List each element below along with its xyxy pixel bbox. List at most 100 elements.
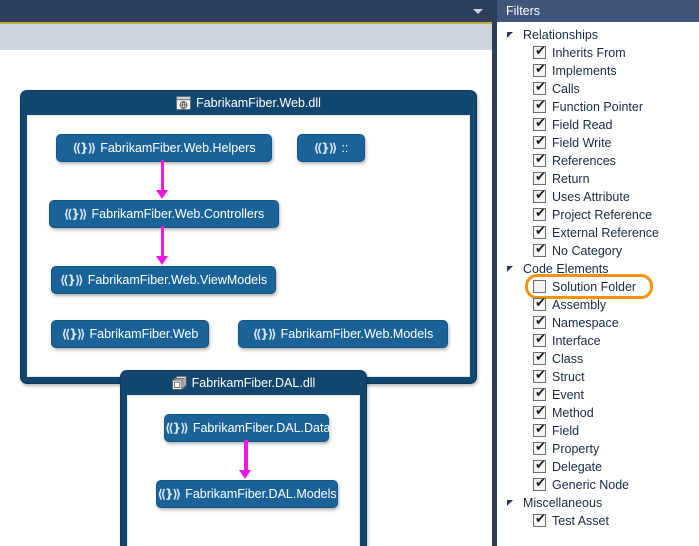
filter-item-solution-folder[interactable]: ✔ Solution Folder bbox=[497, 274, 699, 299]
namespace-node-dal-models[interactable]: ⟪}⟫FabrikamFiber.DAL.Models bbox=[156, 480, 338, 508]
checkbox-icon[interactable]: ✔ bbox=[533, 117, 546, 131]
filter-item-class[interactable]: ✔ Class bbox=[497, 350, 699, 368]
filter-group-miscellaneous[interactable]: Miscellaneous bbox=[497, 494, 699, 512]
edge-arrowhead bbox=[156, 256, 168, 265]
checkmark-icon: ✔ bbox=[535, 152, 546, 167]
filter-group-label: Code Elements bbox=[523, 262, 609, 276]
checkbox-icon[interactable]: ✔ bbox=[533, 152, 546, 167]
checkbox-icon[interactable]: ✔ bbox=[533, 98, 546, 113]
checkbox-icon[interactable]: ✔ bbox=[533, 405, 546, 419]
filters-panel-title: Filters bbox=[497, 0, 699, 22]
checkmark-icon: ✔ bbox=[535, 296, 546, 311]
checkbox-icon[interactable]: ✔ bbox=[533, 189, 546, 203]
filter-item-interface[interactable]: ✔Interface bbox=[497, 332, 699, 350]
filter-item-struct[interactable]: ✔ Struct bbox=[497, 368, 699, 386]
namespace-icon: ⟪}⟫ bbox=[313, 141, 338, 155]
filter-item-method[interactable]: ✔ Method bbox=[497, 404, 699, 422]
filter-group-code-elements[interactable]: Code Elements bbox=[497, 260, 699, 278]
filter-item-label: Field Write bbox=[552, 136, 612, 150]
filter-item-assembly[interactable]: ✔Assembly bbox=[497, 296, 699, 314]
filter-item-event[interactable]: ✔Event bbox=[497, 386, 699, 404]
checkbox-icon[interactable]: ✔ bbox=[533, 296, 546, 311]
checkbox-icon[interactable]: ✔ bbox=[533, 423, 546, 437]
library-assembly-icon bbox=[171, 374, 187, 398]
namespace-node-web[interactable]: ⟪}⟫FabrikamFiber.Web bbox=[51, 320, 209, 348]
checkmark-icon: ✔ bbox=[535, 62, 546, 77]
checkbox-icon[interactable]: ✔ bbox=[533, 243, 546, 257]
filter-item-return[interactable]: ✔Return bbox=[497, 170, 699, 188]
filter-group-relationships[interactable]: Relationships bbox=[497, 26, 699, 44]
checkbox-icon[interactable]: ✔ bbox=[533, 333, 546, 347]
namespace-node-label: FabrikamFiber.Web.Models bbox=[280, 327, 434, 341]
checkbox-icon[interactable]: ✔ bbox=[533, 387, 546, 401]
filter-item-generic-node[interactable]: ✔ Generic Node bbox=[497, 476, 699, 494]
filter-item-label: Field Read bbox=[552, 118, 613, 132]
checkbox-icon[interactable]: ✔ bbox=[533, 459, 546, 473]
filter-item-references[interactable]: ✔ References bbox=[497, 152, 699, 170]
assembly-node-web-dll[interactable]: FabrikamFiber.Web.dll ⟪}⟫FabrikamFiber.W… bbox=[20, 90, 477, 384]
checkbox-icon[interactable]: ✔ bbox=[533, 441, 546, 455]
filter-group-label: Miscellaneous bbox=[523, 496, 603, 510]
assembly-node-dal-dll[interactable]: FabrikamFiber.DAL.dll ⟪}⟫FabrikamFiber.D… bbox=[120, 370, 367, 546]
checkmark-icon: ✔ bbox=[535, 98, 546, 113]
filter-item-field-read[interactable]: ✔ Field Read bbox=[497, 116, 699, 134]
checkbox-icon[interactable]: ✔ bbox=[533, 81, 546, 95]
filter-item-external-reference[interactable]: ✔External Reference bbox=[497, 224, 699, 242]
filter-item-implements[interactable]: ✔Implements bbox=[497, 62, 699, 80]
namespace-node-web-viewmodels[interactable]: ⟪}⟫FabrikamFiber.Web.ViewModels bbox=[51, 266, 276, 294]
checkbox-icon[interactable]: ✔ bbox=[533, 44, 546, 59]
expander-triangle-icon[interactable] bbox=[507, 266, 513, 272]
filter-item-test-asset[interactable]: ✔ Test Asset bbox=[497, 512, 699, 530]
filter-item-calls[interactable]: ✔ Calls bbox=[497, 80, 699, 98]
namespace-node-label: FabrikamFiber.Web.ViewModels bbox=[87, 273, 268, 287]
filter-item-label: Struct bbox=[552, 370, 585, 384]
checkbox-icon[interactable]: ✔ bbox=[533, 62, 546, 77]
diagram-canvas[interactable]: FabrikamFiber.Web.dll ⟪}⟫FabrikamFiber.W… bbox=[0, 50, 492, 546]
namespace-node-label: FabrikamFiber.DAL.Data bbox=[192, 421, 331, 435]
namespace-node-global[interactable]: ⟪}⟫:: bbox=[297, 134, 365, 162]
filter-item-no-category[interactable]: ✔No Category bbox=[497, 242, 699, 260]
filter-item-label: Test Asset bbox=[552, 514, 609, 528]
filter-item-namespace[interactable]: ✔Namespace bbox=[497, 314, 699, 332]
filter-item-inherits-from[interactable]: ✔Inherits From bbox=[497, 44, 699, 62]
namespace-node-web-helpers[interactable]: ⟪}⟫FabrikamFiber.Web.Helpers bbox=[56, 134, 272, 162]
filter-item-function-pointer[interactable]: ✔Function Pointer bbox=[497, 98, 699, 116]
filter-item-property[interactable]: ✔ Property bbox=[497, 440, 699, 458]
filter-item-label: References bbox=[552, 154, 616, 168]
checkbox-icon[interactable]: ✔ bbox=[533, 225, 546, 239]
filter-item-label: Class bbox=[552, 352, 584, 366]
pane-divider[interactable] bbox=[492, 0, 497, 546]
expander-triangle-icon[interactable] bbox=[507, 32, 513, 38]
checkbox-icon[interactable]: ✔ bbox=[533, 207, 546, 221]
namespace-icon: ⟪}⟫ bbox=[157, 487, 181, 501]
expander-triangle-icon[interactable] bbox=[507, 500, 513, 506]
filter-item-field[interactable]: ✔ Field bbox=[497, 422, 699, 440]
checkbox-icon[interactable]: ✔ bbox=[533, 369, 546, 383]
checkbox-icon[interactable]: ✔ bbox=[533, 171, 546, 185]
filter-item-delegate[interactable]: ✔Delegate bbox=[497, 458, 699, 476]
checkbox-icon[interactable]: ✔ bbox=[533, 477, 546, 491]
checkmark-icon: ✔ bbox=[535, 44, 546, 59]
filter-item-uses-attribute[interactable]: ✔Uses Attribute bbox=[497, 188, 699, 206]
filter-item-label: Calls bbox=[552, 82, 580, 96]
filter-item-label: Property bbox=[552, 442, 600, 456]
checkbox-icon[interactable]: ✔ bbox=[533, 135, 546, 149]
filter-item-label: Solution Folder bbox=[552, 280, 637, 294]
checkbox-icon[interactable]: ✔ bbox=[533, 280, 546, 293]
filter-item-label: Method bbox=[552, 406, 594, 420]
filter-item-label: Field bbox=[552, 424, 580, 438]
filter-item-field-write[interactable]: ✔ Field Write bbox=[497, 134, 699, 152]
namespace-node-web-models[interactable]: ⟪}⟫FabrikamFiber.Web.Models bbox=[238, 320, 448, 348]
filters-pane: Filters Relationships✔Inherits From✔Impl… bbox=[497, 0, 699, 546]
filter-item-project-reference[interactable]: ✔Project Reference bbox=[497, 206, 699, 224]
checkbox-icon[interactable]: ✔ bbox=[533, 351, 546, 365]
chevron-down-icon[interactable] bbox=[473, 9, 483, 14]
namespace-node-web-controllers[interactable]: ⟪}⟫FabrikamFiber.Web.Controllers bbox=[49, 200, 279, 228]
checkbox-icon[interactable]: ✔ bbox=[533, 315, 546, 329]
filter-item-label: Generic Node bbox=[552, 478, 630, 492]
filters-tree[interactable]: Relationships✔Inherits From✔Implements✔C… bbox=[497, 22, 699, 546]
namespace-node-dal-data[interactable]: ⟪}⟫FabrikamFiber.DAL.Data bbox=[164, 414, 331, 442]
checkbox-icon[interactable]: ✔ bbox=[533, 513, 546, 527]
edge-arrowhead bbox=[156, 190, 168, 199]
